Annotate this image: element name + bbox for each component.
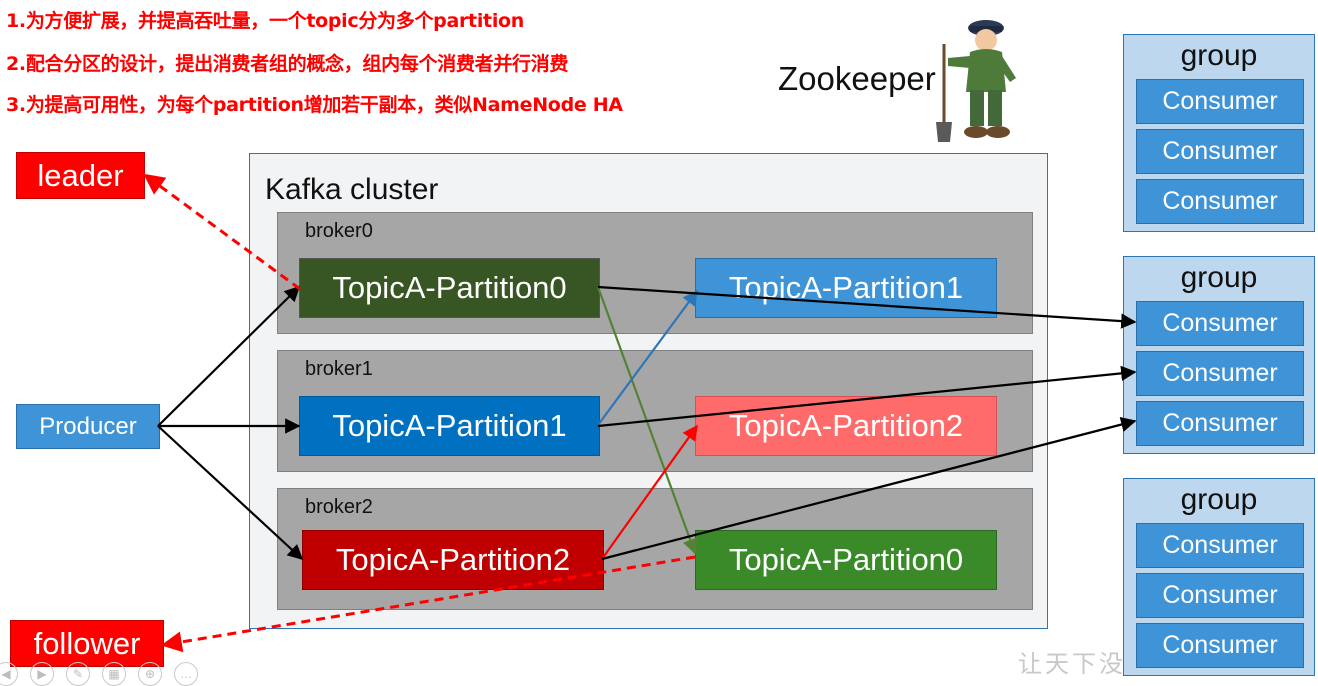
follower-label: follower — [10, 620, 164, 667]
zoom-icon[interactable]: ⊕ — [138, 662, 162, 686]
broker1-partition1-leader: TopicA-Partition1 — [299, 396, 600, 456]
consumer-group-3: group Consumer Consumer Consumer — [1123, 478, 1315, 676]
next-slide-icon[interactable]: ▶ — [30, 662, 54, 686]
note-2: 2.配合分区的设计，提出消费者组的概念，组内每个消费者并行消费 — [6, 53, 569, 75]
group-3-consumer-2: Consumer — [1136, 573, 1304, 618]
leader-label: leader — [16, 152, 145, 199]
cluster-title: Kafka cluster — [265, 173, 439, 206]
producer-box: Producer — [16, 404, 160, 449]
consumer-group-2: group Consumer Consumer Consumer — [1123, 256, 1315, 454]
group-3-consumer-1: Consumer — [1136, 523, 1304, 568]
group-1-consumer-3: Consumer — [1136, 179, 1304, 224]
group-1-consumer-2: Consumer — [1136, 129, 1304, 174]
group-2-title: group — [1180, 261, 1258, 294]
broker1-partition2-replica: TopicA-Partition2 — [695, 396, 997, 456]
note-1: 1.为方便扩展，并提高吞吐量，一个topic分为多个partition — [6, 10, 525, 32]
prev-slide-icon[interactable]: ◀ — [0, 662, 18, 686]
zookeeper-figure-icon — [936, 20, 1016, 142]
note-3: 3.为提高可用性，为每个partition增加若干副本，类似NameNode H… — [6, 94, 623, 116]
broker0-partition1-replica: TopicA-Partition1 — [695, 258, 997, 318]
broker2-partition0-replica: TopicA-Partition0 — [695, 530, 997, 590]
group-2-consumer-1: Consumer — [1136, 301, 1304, 346]
zookeeper-label: Zookeeper — [778, 60, 936, 97]
group-1-title: group — [1180, 39, 1258, 72]
group-1-consumer-1: Consumer — [1136, 79, 1304, 124]
group-3-title: group — [1180, 483, 1258, 516]
more-icon[interactable]: … — [174, 662, 198, 686]
broker-0-label: broker0 — [305, 220, 373, 242]
watermark: 让天下没 — [1018, 650, 1126, 678]
group-2-consumer-3: Consumer — [1136, 401, 1304, 446]
group-2-consumer-2: Consumer — [1136, 351, 1304, 396]
broker2-partition2-leader: TopicA-Partition2 — [302, 530, 604, 590]
pen-icon[interactable]: ✎ — [66, 662, 90, 686]
grid-icon[interactable]: ▦ — [102, 662, 126, 686]
broker0-partition0-leader: TopicA-Partition0 — [299, 258, 600, 318]
broker-2-label: broker2 — [305, 496, 373, 518]
consumer-group-1: group Consumer Consumer Consumer — [1123, 34, 1315, 232]
group-3-consumer-3: Consumer — [1136, 623, 1304, 668]
broker-1-label: broker1 — [305, 358, 373, 380]
